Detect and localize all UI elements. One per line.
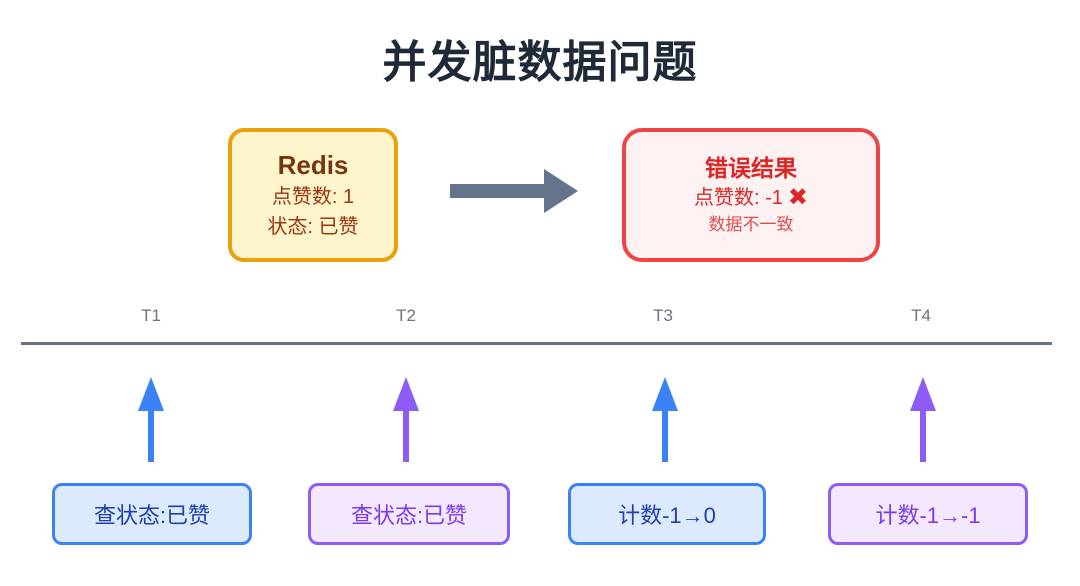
event-box-t1: 查状态:已赞: [52, 483, 252, 545]
event-box-t4: 计数-1→-1: [828, 483, 1028, 545]
up-arrow-icon-t2: [393, 377, 419, 462]
redis-box-title: Redis: [277, 150, 349, 180]
timeline-axis-line: [21, 342, 1052, 345]
up-arrow-stem: [920, 411, 926, 462]
timeline-tick-t2: T2: [396, 306, 416, 325]
right-arrow-head: [544, 169, 578, 213]
error-inconsistency-note: 数据不一致: [708, 215, 794, 234]
timeline-tick-t3: T3: [653, 306, 673, 325]
error-result-box: 错误结果 点赞数: -1 ✖ 数据不一致: [622, 128, 880, 262]
up-arrow-stem: [148, 411, 154, 462]
up-arrow-stem: [403, 411, 409, 462]
up-arrow-icon-t3: [652, 377, 678, 462]
error-like-count-text: 点赞数: -1: [693, 187, 783, 209]
redis-like-count: 点赞数: 1: [271, 186, 355, 208]
cross-mark-icon: ✖: [787, 184, 808, 211]
event-box-t3: 计数-1→0: [568, 483, 766, 545]
up-arrow-icon-t4: [910, 377, 936, 462]
diagram-title: 并发脏数据问题: [382, 38, 698, 87]
timeline-tick-t1: T1: [141, 306, 161, 325]
right-arrow-stem: [450, 184, 544, 198]
error-like-count: 点赞数: -1 ✖: [694, 184, 808, 212]
redis-state-box: Redis 点赞数: 1 状态: 已赞: [228, 128, 398, 262]
error-box-title: 错误结果: [705, 155, 797, 181]
up-arrow-icon-t1: [138, 377, 164, 462]
event-box-t2: 查状态:已赞: [308, 483, 510, 545]
timeline-tick-t4: T4: [911, 306, 931, 325]
up-arrow-head: [910, 377, 936, 411]
up-arrow-stem: [662, 411, 668, 462]
up-arrow-head: [652, 377, 678, 411]
up-arrow-head: [393, 377, 419, 411]
up-arrow-head: [138, 377, 164, 411]
redis-status: 状态: 已赞: [267, 216, 359, 238]
right-arrow-icon: [450, 169, 578, 213]
